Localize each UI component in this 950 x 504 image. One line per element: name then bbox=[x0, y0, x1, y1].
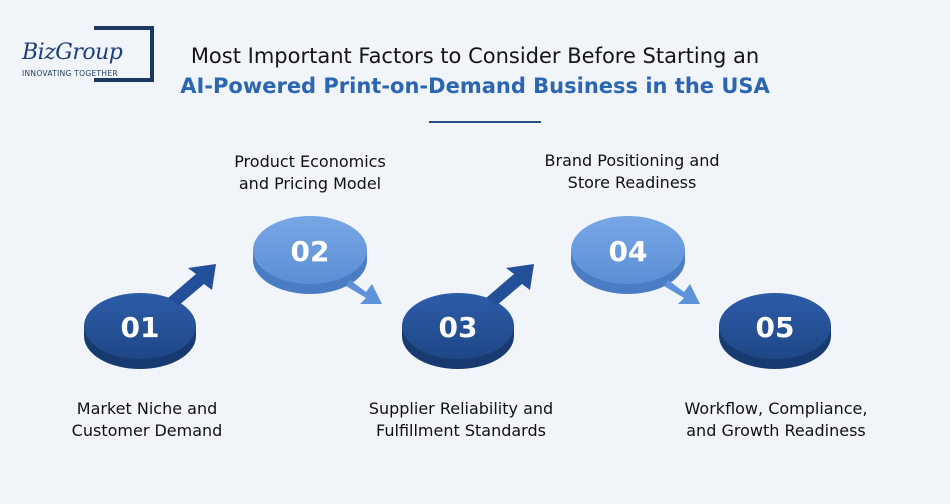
step-03-number: 03 bbox=[439, 311, 478, 344]
step-04-label: Brand Positioning and Store Readiness bbox=[545, 150, 720, 194]
step-02-disc: 02 bbox=[253, 216, 382, 304]
step-02-label-line2: and Pricing Model bbox=[238, 174, 382, 193]
step-02-label-line1: Product Economics bbox=[234, 152, 386, 171]
title-divider bbox=[429, 121, 541, 123]
step-01-label: Market Niche and Customer Demand bbox=[72, 398, 223, 442]
step-05-label-line2: and Growth Readiness bbox=[686, 421, 866, 440]
step-04-label-line1: Brand Positioning and bbox=[544, 151, 720, 170]
step-02-arrow-icon bbox=[346, 280, 382, 304]
page-title-line2: AI-Powered Print-on-Demand Business in t… bbox=[180, 74, 770, 98]
step-05-label-line1: Workflow, Compliance, bbox=[684, 399, 868, 418]
step-01-disc: 01 bbox=[84, 264, 216, 369]
step-03-disc: 03 bbox=[402, 264, 534, 369]
step-04-disc: 04 bbox=[571, 216, 700, 304]
step-03-label: Supplier Reliability and Fulfillment Sta… bbox=[369, 398, 553, 442]
step-05-label: Workflow, Compliance, and Growth Readine… bbox=[685, 398, 868, 442]
step-04-number: 04 bbox=[609, 235, 648, 268]
step-01-number: 01 bbox=[121, 311, 160, 344]
logo-wordmark: BizGroup bbox=[22, 40, 125, 65]
step-02-label: Product Economics and Pricing Model bbox=[234, 151, 386, 195]
step-01-arrow-icon bbox=[168, 264, 216, 306]
step-05-number: 05 bbox=[756, 311, 795, 344]
bizgroup-logo: BizGroup INNOVATING TOGETHER bbox=[22, 26, 156, 84]
step-05-disc: 05 bbox=[719, 293, 831, 369]
logo-tagline: INNOVATING TOGETHER bbox=[22, 69, 118, 78]
step-04-arrow-icon bbox=[664, 280, 700, 304]
step-03-label-line1: Supplier Reliability and bbox=[368, 399, 554, 418]
step-01-label-line1: Market Niche and bbox=[76, 399, 218, 418]
step-01-label-line2: Customer Demand bbox=[71, 421, 223, 440]
step-04-label-line2: Store Readiness bbox=[567, 173, 697, 192]
logo-bracket bbox=[94, 26, 154, 82]
step-03-label-line2: Fulfillment Standards bbox=[376, 421, 546, 440]
step-03-arrow-icon bbox=[486, 264, 534, 306]
step-02-number: 02 bbox=[291, 235, 330, 268]
page-title-line1: Most Important Factors to Consider Befor… bbox=[190, 44, 760, 68]
